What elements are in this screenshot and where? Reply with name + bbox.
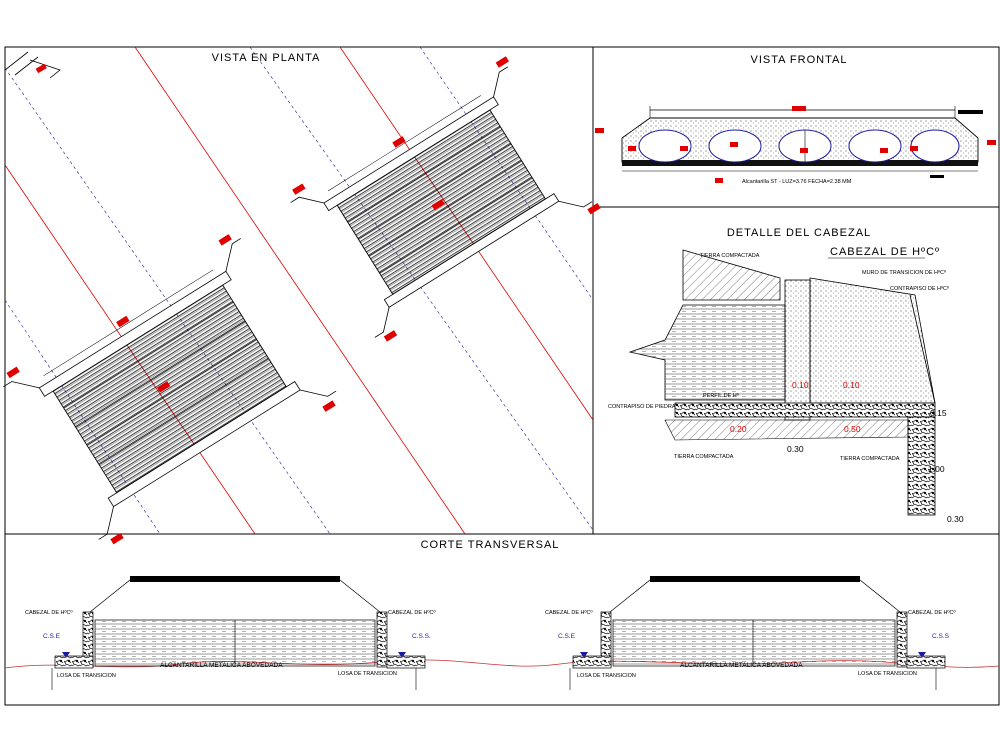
perfil-label: PERFIL DE Hº — [703, 392, 739, 399]
culvert-plan-lower — [3, 234, 337, 545]
contrapiso-left-label: CONTRAPISO DE PIEDRA — [608, 404, 676, 410]
plan-view: VISTA EN PLANTA — [3, 47, 601, 545]
detail-view: DETALLE DEL CABEZAL CABEZAL DE HºCº TIER… — [608, 227, 964, 524]
dim-010-b: 0.10 — [843, 380, 860, 390]
sec-left-losa-r: LOSA DE TRANSICION — [338, 671, 397, 677]
dim-030-mid: 0.30 — [787, 444, 804, 454]
sec-right-losa-l: LOSA DE TRANSICION — [577, 673, 636, 679]
sec-left-css: C.S.S. — [412, 633, 431, 640]
detail-title: DETALLE DEL CABEZAL — [727, 227, 871, 239]
tierra-top-label: TIERRA COMPACTADA — [700, 253, 760, 259]
sec-left-cse: C.S.E — [43, 633, 61, 640]
sec-right-css: C.S.S — [932, 633, 950, 640]
road-lines — [5, 47, 593, 534]
tierra-right-label: TIERRA COMPACTADA — [840, 456, 900, 462]
sec-left-cabezal-l: CABEZAL DE HºCº — [25, 609, 73, 616]
section-view: CORTE TRANSVERSAL CABEZAL DE HºCº CABEZA… — [4, 539, 1000, 690]
muro-label: MURO DE TRANSICION DE HºCº — [862, 269, 946, 276]
front-caption: Alcantarilla ST - LUZ=3.76 FECHA=2.38 MM — [742, 179, 852, 185]
sec-right-cabezal-l: CABEZAL DE HºCº — [545, 609, 593, 616]
sec-left-alc: ALCANTARILLA METALICA ABOVEDADA — [160, 662, 283, 669]
front-title: VISTA FRONTAL — [751, 54, 848, 66]
dim-010-a: 0.10 — [792, 380, 809, 390]
dim-030-bottom: 0.30 — [947, 514, 964, 524]
dim-015: 0.15 — [930, 408, 947, 418]
front-view: VISTA FRONTAL Alcantarilla ST - LUZ=3.76… — [595, 54, 996, 185]
contrapiso-right-label: CONTRAPISO DE HºCº — [890, 285, 949, 292]
dim-050: 0.50 — [844, 424, 861, 434]
partial-culvert — [5, 51, 61, 79]
section-title: CORTE TRANSVERSAL — [421, 539, 560, 551]
dim-100: 1.00 — [928, 464, 945, 474]
sec-right-losa-r: LOSA DE TRANSICION — [858, 671, 917, 677]
section-right: CABEZAL DE HºCº CABEZAL DE HºCº C.S.E C.… — [545, 576, 956, 690]
sec-left-cabezal-r: CABEZAL DE HºCº — [388, 609, 436, 616]
sec-right-alc: ALCANTARILLA METALICA ABOVEDADA — [680, 662, 803, 669]
dim-020: 0.20 — [730, 424, 747, 434]
section-left: CABEZAL DE HºCº CABEZAL DE HºCº C.S.E C.… — [25, 576, 436, 690]
plan-title: VISTA EN PLANTA — [212, 52, 321, 64]
culvert-plan-upper — [290, 56, 601, 342]
detail-heading: CABEZAL DE HºCº — [830, 246, 940, 258]
sec-left-losa-l: LOSA DE TRANSICION — [57, 673, 116, 679]
tierra-left-label: TIERRA COMPACTADA — [674, 454, 734, 460]
sheet-frame — [4, 46, 1000, 706]
sec-right-cabezal-r: CABEZAL DE HºCº — [908, 609, 956, 616]
sec-right-cse: C.S.E — [558, 633, 576, 640]
